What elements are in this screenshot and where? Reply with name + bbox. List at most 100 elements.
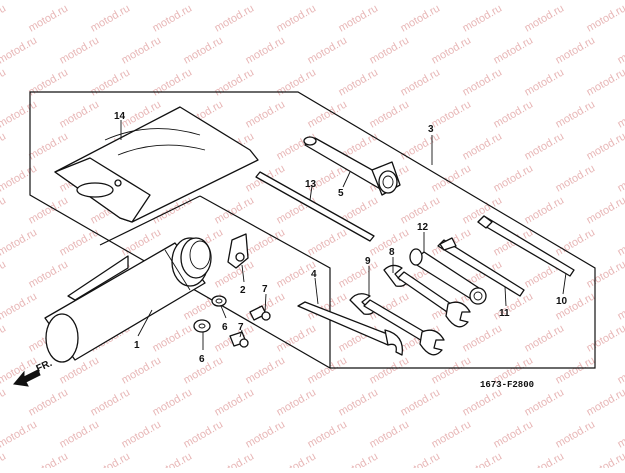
- watermark-text: motod.ru: [554, 226, 598, 258]
- watermark-text: motod.ru: [306, 418, 350, 450]
- front-direction-label: FR.: [35, 358, 54, 375]
- watermark-text: motod.ru: [523, 2, 567, 34]
- watermark-text: motod.ru: [244, 34, 288, 66]
- watermark-text: motod.ru: [213, 386, 257, 418]
- watermark-text: motod.ru: [0, 258, 8, 290]
- watermark-text: motod.ru: [182, 34, 226, 66]
- watermark-text: motod.ru: [430, 0, 474, 3]
- watermark-text: motod.ru: [275, 386, 319, 418]
- watermark-text: motod.ru: [0, 0, 39, 3]
- watermark-text: motod.ru: [58, 98, 102, 130]
- watermark-text: motod.ru: [306, 354, 350, 386]
- watermark-text: motod.ru: [27, 194, 71, 226]
- callout-6a: 6: [222, 322, 228, 333]
- watermark-text: motod.ru: [89, 386, 133, 418]
- watermark-text: motod.ru: [554, 354, 598, 386]
- watermark-text: motod.ru: [368, 0, 412, 3]
- watermark-text: motod.ru: [585, 194, 625, 226]
- watermark-text: motod.ru: [306, 34, 350, 66]
- callout-2: 2: [240, 285, 246, 296]
- watermark-text: motod.ru: [368, 418, 412, 450]
- watermark-text: motod.ru: [27, 130, 71, 162]
- watermark-text: motod.ru: [554, 34, 598, 66]
- watermark-text: motod.ru: [151, 450, 195, 468]
- watermark-text: motod.ru: [337, 66, 381, 98]
- watermark-text: motod.ru: [244, 0, 288, 3]
- watermark-text: motod.ru: [0, 98, 39, 130]
- callout-3: 3: [428, 124, 434, 135]
- watermark-text: motod.ru: [337, 258, 381, 290]
- callout-13: 13: [305, 179, 317, 190]
- watermark-text: motod.ru: [213, 450, 257, 468]
- watermark-text: motod.ru: [27, 2, 71, 34]
- watermark-text: motod.ru: [399, 450, 443, 468]
- watermark-text: motod.ru: [554, 162, 598, 194]
- watermark-text: motod.ru: [585, 386, 625, 418]
- watermark-text: motod.ru: [616, 354, 625, 386]
- tool-case-part: [45, 238, 211, 362]
- watermark-text: motod.ru: [585, 130, 625, 162]
- watermark-text: motod.ru: [554, 0, 598, 3]
- callout-1: 1: [134, 340, 140, 351]
- callout-4: 4: [311, 269, 317, 280]
- watermark-text: motod.ru: [58, 418, 102, 450]
- watermark-text: motod.ru: [523, 194, 567, 226]
- watermark-text: motod.ru: [492, 34, 536, 66]
- callout-7a: 7: [262, 284, 268, 295]
- watermark-text: motod.ru: [523, 450, 567, 468]
- watermark-text: motod.ru: [120, 0, 164, 3]
- watermark-text: motod.ru: [461, 130, 505, 162]
- watermark-text: motod.ru: [27, 258, 71, 290]
- watermark-text: motod.ru: [0, 322, 8, 354]
- watermark-text: motod.ru: [461, 2, 505, 34]
- watermark-text: motod.ru: [275, 2, 319, 34]
- watermark-text: motod.ru: [616, 226, 625, 258]
- watermark-text: motod.ru: [554, 98, 598, 130]
- watermark-text: motod.ru: [151, 66, 195, 98]
- watermark-text: motod.ru: [27, 450, 71, 468]
- watermark-text: motod.ru: [337, 450, 381, 468]
- diagram-code: 1673-F2800: [480, 380, 534, 390]
- watermark-text: motod.ru: [0, 34, 39, 66]
- watermark-text: motod.ru: [0, 194, 8, 226]
- watermark-text: motod.ru: [213, 194, 257, 226]
- watermark-text: motod.ru: [151, 386, 195, 418]
- watermark-text: motod.ru: [213, 66, 257, 98]
- watermark-text: motod.ru: [120, 354, 164, 386]
- watermark-text: motod.ru: [616, 98, 625, 130]
- watermark-text: motod.ru: [244, 226, 288, 258]
- watermark-text: motod.ru: [523, 386, 567, 418]
- watermark-text: motod.ru: [0, 2, 8, 34]
- watermark-text: motod.ru: [27, 386, 71, 418]
- watermark-text: motod.ru: [213, 2, 257, 34]
- watermark-text: motod.ru: [306, 226, 350, 258]
- watermark-text: motod.ru: [616, 34, 625, 66]
- watermark-text: motod.ru: [306, 0, 350, 3]
- watermark-text: motod.ru: [89, 450, 133, 468]
- watermark-text: motod.ru: [399, 66, 443, 98]
- watermark-text: motod.ru: [244, 98, 288, 130]
- watermark-text: motod.ru: [399, 130, 443, 162]
- watermark-text: motod.ru: [120, 34, 164, 66]
- watermark-text: motod.ru: [58, 226, 102, 258]
- callout-7b: 7: [238, 322, 244, 333]
- watermark-text: motod.ru: [182, 418, 226, 450]
- watermark-text: motod.ru: [368, 34, 412, 66]
- callout-8: 8: [389, 247, 395, 258]
- watermark-text: motod.ru: [430, 354, 474, 386]
- callout-14: 14: [114, 111, 126, 122]
- watermark-text: motod.ru: [120, 418, 164, 450]
- watermark-text: motod.ru: [0, 450, 8, 468]
- watermark-text: motod.ru: [461, 66, 505, 98]
- callout-12: 12: [417, 222, 429, 233]
- watermark-text: motod.ru: [430, 98, 474, 130]
- callout-10: 10: [556, 296, 568, 307]
- watermark-text: motod.ru: [244, 418, 288, 450]
- watermark-text: motod.ru: [585, 66, 625, 98]
- watermark-text: motod.ru: [616, 162, 625, 194]
- watermark-text: motod.ru: [430, 418, 474, 450]
- watermark-text: motod.ru: [0, 130, 8, 162]
- callout-9: 9: [365, 256, 371, 267]
